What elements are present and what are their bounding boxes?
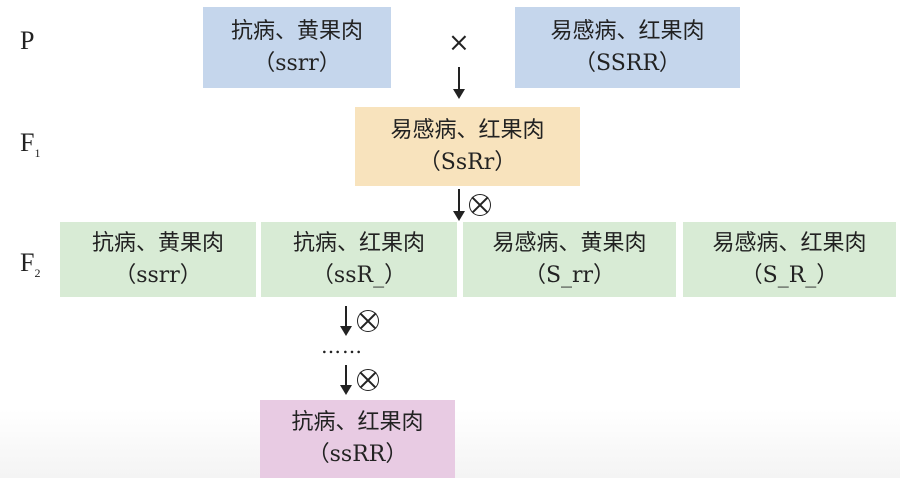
down-arrow-icon: [453, 67, 465, 99]
parent-box-2: 易感病、红果肉 （SSRR）: [515, 7, 740, 88]
down-arrow-icon: [340, 365, 352, 395]
f2-2-phenotype: 抗病、红果肉: [292, 230, 425, 256]
generation-label-f1: F1: [20, 128, 40, 161]
final-phenotype: 抗病、红果肉: [291, 410, 424, 435]
f2-2-genotype: （ssR_）: [311, 262, 407, 288]
f2-1-genotype: （ssrr）: [114, 262, 202, 288]
parent-box-1: 抗病、黄果肉 （ssrr）: [203, 7, 391, 88]
f2-3-genotype: （S_rr）: [523, 262, 616, 288]
final-box: 抗病、红果肉 （ssRR）: [260, 400, 455, 478]
parent-2-genotype: （SSRR）: [574, 50, 681, 76]
f2-4-genotype: （S_R_）: [740, 262, 839, 288]
f2-1-phenotype: 抗病、黄果肉: [91, 230, 224, 256]
down-arrow-icon: [453, 189, 465, 221]
down-arrow-icon: [340, 306, 352, 336]
f2-4-phenotype: 易感病、红果肉: [712, 230, 867, 256]
generation-f1-subscript: 1: [34, 146, 41, 161]
generation-p-text: P: [20, 26, 35, 55]
generation-label-p: P: [20, 26, 34, 56]
continuation-dots: ……: [321, 334, 363, 358]
cross-symbol: ×: [448, 28, 470, 58]
parent-1-phenotype: 抗病、黄果肉: [230, 18, 363, 44]
parent-2-phenotype: 易感病、红果肉: [550, 18, 705, 44]
generation-f2-text: F: [20, 248, 35, 277]
circled-times-icon: [357, 310, 379, 332]
f2-box-3: 易感病、黄果肉 （S_rr）: [463, 222, 676, 297]
f2-3-phenotype: 易感病、黄果肉: [492, 230, 647, 256]
circled-times-icon: [469, 194, 491, 216]
circled-times-icon: [357, 369, 379, 391]
parent-1-genotype: （ssrr）: [253, 50, 341, 76]
f1-genotype: （SsRr）: [418, 149, 517, 175]
generation-label-f2: F2: [20, 248, 40, 281]
f2-box-1: 抗病、黄果肉 （ssrr）: [60, 222, 256, 297]
f1-box: 易感病、红果肉 （SsRr）: [355, 107, 580, 186]
f2-box-4: 易感病、红果肉 （S_R_）: [683, 222, 896, 297]
f2-box-2: 抗病、红果肉 （ssR_）: [261, 222, 457, 297]
generation-f1-text: F: [20, 128, 35, 157]
final-genotype: （ssRR）: [307, 442, 408, 467]
f1-phenotype: 易感病、红果肉: [390, 117, 545, 143]
generation-f2-subscript: 2: [34, 266, 41, 281]
